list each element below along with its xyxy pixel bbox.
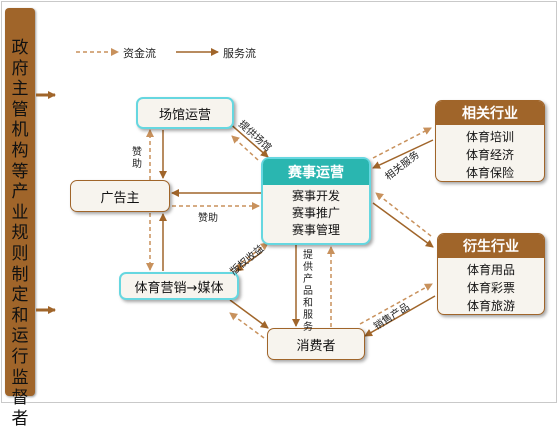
derived-industry-title: 衍生行业: [438, 234, 544, 258]
advertiser-node: 广告主: [70, 180, 170, 212]
core-to-related: [372, 127, 432, 159]
related-item: 体育保险: [465, 166, 514, 180]
derived-industry-list: 体育用品 体育彩票 体育旅游: [438, 258, 544, 314]
regulator-bar: [5, 8, 35, 396]
event-operation-list: 赛事开发 赛事推广 赛事管理: [263, 185, 369, 239]
sponsor-bottom-label: 赞助: [198, 213, 218, 224]
legend-service-label: 服务流: [223, 47, 256, 60]
core-to-venue: [231, 135, 259, 161]
venue-label: 场馆运营: [158, 107, 211, 123]
core-to-media: [235, 251, 263, 272]
related-industry-list: 体育培训 体育经济 体育保险: [436, 125, 544, 181]
core-item: 赛事开发: [291, 189, 340, 203]
core-item: 赛事管理: [291, 223, 340, 237]
flow-arrows: [36, 48, 436, 339]
event-operation-title: 赛事运营: [263, 159, 369, 185]
venue-to-core: [227, 121, 269, 158]
derived-item: 体育用品: [466, 263, 515, 277]
sponsor-left-label: 赞助: [132, 147, 142, 170]
consumer-label: 消费者: [296, 338, 336, 354]
related-item: 体育培训: [465, 130, 514, 144]
legend-capital-label: 资金流: [123, 47, 156, 60]
related-to-core: [372, 139, 434, 169]
core-item: 赛事推广: [291, 206, 340, 220]
consumer-node: 消费者: [267, 328, 365, 360]
derived-item: 体育彩票: [466, 281, 515, 295]
related-industry-title: 相关行业: [436, 101, 544, 125]
event-operation-node: 赛事运营 赛事开发 赛事推广 赛事管理: [261, 157, 371, 245]
related-item: 体育经济: [465, 148, 514, 162]
marketing-media-label: 体育营销→媒体: [134, 280, 224, 296]
media-to-consumer: [229, 299, 269, 329]
provide-label: 提供产品和服务: [303, 250, 313, 333]
diagram-frame: [1, 1, 557, 403]
derived-industry-panel: 衍生行业 体育用品 体育彩票 体育旅游: [437, 233, 545, 315]
advertiser-label: 广告主: [100, 190, 140, 206]
derived-to-consumer: [364, 295, 436, 337]
marketing-media-node: 体育营销→媒体: [119, 272, 239, 300]
core-to-derived: [372, 202, 434, 248]
venue-node: 场馆运营: [136, 97, 234, 129]
regulator-label: 政府主管机构等产业规则制定和运行监督者: [11, 38, 29, 429]
derived-to-core: [375, 192, 432, 237]
consumer-to-media: [229, 312, 265, 339]
derived-item: 体育旅游: [466, 299, 515, 313]
related-industry-panel: 相关行业 体育培训 体育经济 体育保险: [435, 100, 545, 182]
